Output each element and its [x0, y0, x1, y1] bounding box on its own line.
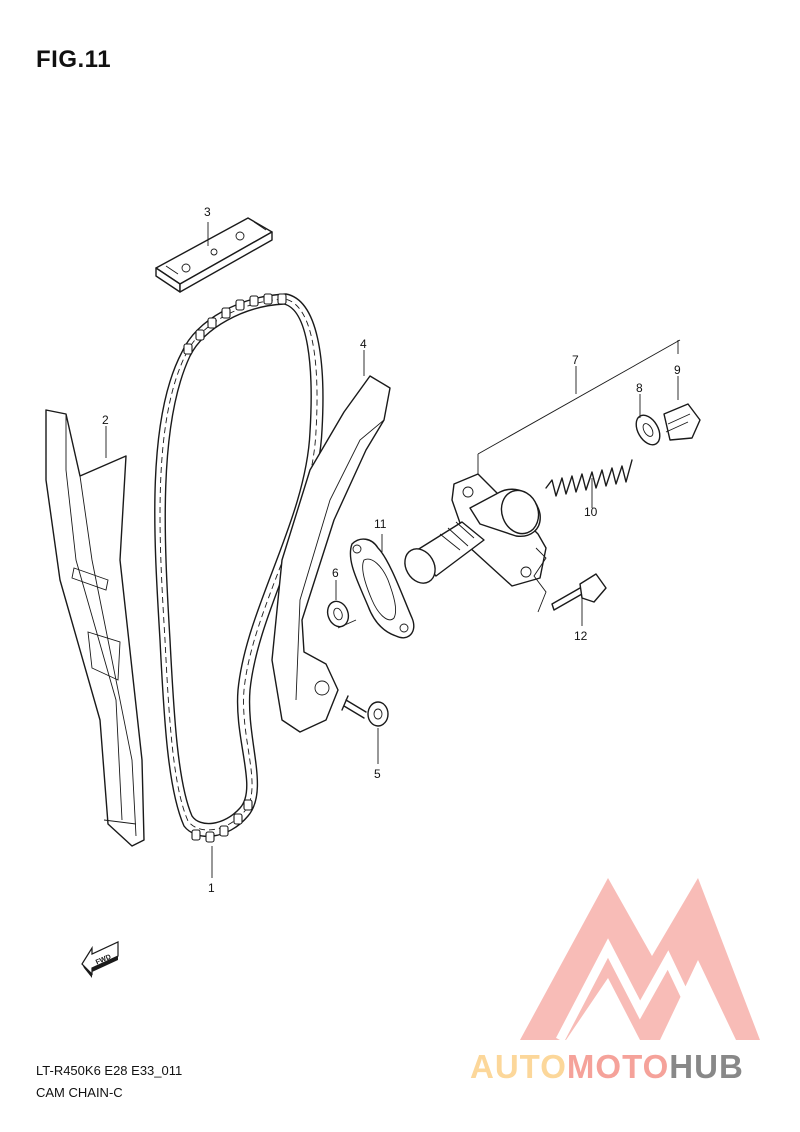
part-3-chain-guide-plate — [155, 217, 273, 293]
part-8-washer — [635, 414, 661, 446]
callout-4: 4 — [360, 337, 367, 351]
figure-title: FIG.11 — [36, 46, 112, 73]
part-7-tensioner-body — [404, 473, 547, 587]
callout-5: 5 — [374, 767, 381, 781]
footer-code: LT-R450K6 E28 E33_011 — [36, 1063, 183, 1078]
callout-9: 9 — [674, 363, 681, 377]
footer-name: CAM CHAIN-C — [36, 1085, 123, 1100]
part-4-tensioner-guide — [271, 375, 391, 733]
part-11-gasket — [349, 538, 415, 639]
watermark-hub: HUB — [669, 1048, 744, 1085]
part-12-tensioner-bolt — [551, 573, 607, 611]
callout-7: 7 — [572, 353, 579, 367]
leader-lines — [105, 222, 681, 878]
watermark-auto: AUTO — [470, 1048, 567, 1085]
part-6-washer — [326, 600, 350, 628]
break-line — [533, 547, 547, 613]
watermark-moto: MOTO — [566, 1048, 670, 1085]
part-1-cam-chain — [154, 293, 324, 843]
callout-3: 3 — [204, 205, 211, 219]
callout-8: 8 — [636, 381, 643, 395]
fwd-arrow-icon: FWD — [81, 941, 119, 978]
watermark-logo — [520, 878, 760, 1043]
callout-1: 1 — [208, 881, 215, 895]
callout-10: 10 — [584, 505, 598, 519]
part-5-guide-bolt — [341, 695, 389, 727]
part-10-spring — [545, 459, 633, 497]
callout-6: 6 — [332, 566, 339, 580]
callout-12: 12 — [574, 629, 588, 643]
part-2-chain-guide — [45, 409, 145, 847]
callout-numbers: 3 2 4 7 8 9 10 11 6 12 5 1 — [102, 205, 681, 895]
watermark-text: AUTOMOTOHUB — [470, 1048, 744, 1086]
callout-11: 11 — [374, 517, 387, 531]
part-9-cap-bolt — [663, 403, 701, 441]
callout-2: 2 — [102, 413, 109, 427]
